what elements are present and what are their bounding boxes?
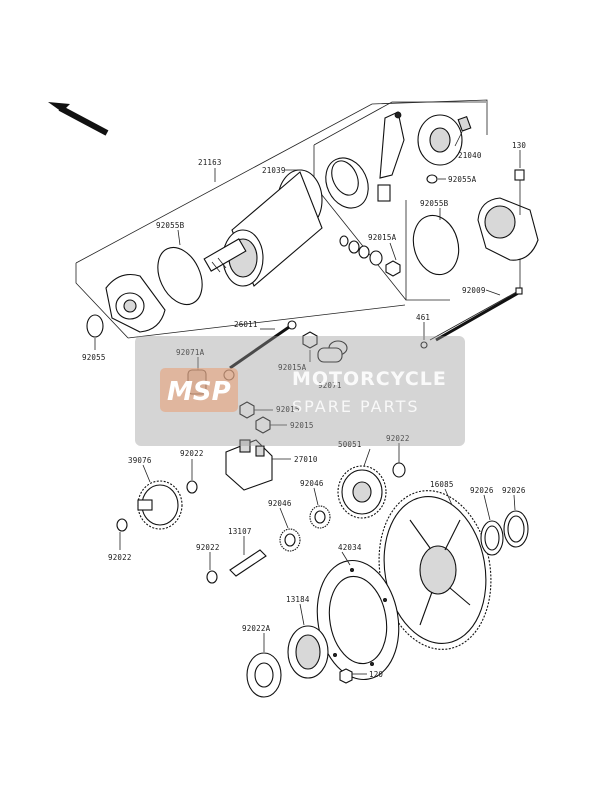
starter-motor [203, 169, 323, 287]
watermark-logo-badge [160, 368, 238, 412]
label-92015A-nut: 92015A [278, 363, 307, 372]
label-21040: 21040 [458, 151, 482, 160]
label-50051: 50051 [338, 440, 362, 449]
label-92055B-left: 92055B [156, 221, 185, 230]
part-labels: 21163 21039 21040 130 92055A 92055B 9205… [82, 141, 526, 679]
label-120: 120 [369, 670, 383, 679]
washer-92022A [246, 652, 282, 698]
label-461: 461 [416, 313, 430, 322]
o-ring-92055A [426, 174, 438, 184]
label-92015-b: 92015 [290, 421, 314, 430]
idle-gear-39076 [137, 480, 183, 530]
label-92022-c: 92022 [386, 434, 410, 443]
o-ring-92055 [86, 314, 104, 338]
label-21039: 21039 [262, 166, 286, 175]
label-92022-a: 92022 [180, 449, 204, 458]
washer-92022-b [116, 518, 128, 532]
rear-cover [477, 197, 539, 261]
clutch-gear-16085 [378, 490, 492, 650]
nut-92015A [302, 331, 318, 349]
front-cover [105, 273, 166, 333]
o-ring-92055B-right [412, 214, 460, 276]
needle-bearing-92046-b [309, 505, 331, 529]
washer-92026-a [480, 520, 504, 556]
label-21163: 21163 [198, 158, 222, 167]
starter-relay-27010 [225, 439, 273, 491]
front-direction-arrow [48, 102, 109, 136]
brush-plate [377, 111, 463, 202]
bolt-130 [514, 169, 525, 215]
label-92071: 92071 [318, 381, 342, 390]
label-92046-b: 92046 [300, 479, 324, 488]
watermark-box [135, 336, 465, 446]
washer-92022-c [392, 462, 406, 478]
nut-92015-a [239, 401, 255, 419]
nut-92015-b [255, 416, 271, 434]
watermark-title: MOTORCYCLE [292, 368, 447, 390]
label-26011: 26011 [234, 320, 258, 329]
washer-92022-d [206, 570, 218, 584]
brush-holder [325, 157, 369, 209]
label-92015-a: 92015 [276, 405, 300, 414]
label-92022-b: 92022 [108, 553, 132, 562]
leader-lines [94, 131, 521, 675]
part-461 [420, 341, 428, 349]
shaft-13107 [229, 549, 267, 577]
watermark-logo-text: MSP [167, 377, 231, 407]
bolt-120 [339, 668, 353, 684]
long-bolt-92009 [435, 287, 523, 342]
label-13107: 13107 [228, 527, 252, 536]
label-92055: 92055 [82, 353, 106, 362]
label-92055A: 92055A [448, 175, 477, 184]
label-92009: 92009 [462, 286, 486, 295]
label-92055B-top: 92055B [420, 199, 449, 208]
bearing-13184 [287, 625, 329, 679]
label-92022A: 92022A [242, 624, 271, 633]
watermark-subtitle: SPARE PARTS [292, 397, 420, 416]
watermark: MSP MOTORCYCLE SPARE PARTS [135, 336, 465, 446]
label-13184: 13184 [286, 595, 310, 604]
label-92071A: 92071A [176, 348, 205, 357]
label-92015A-brush: 92015A [368, 233, 397, 242]
label-27010: 27010 [294, 455, 318, 464]
label-130: 130 [512, 141, 526, 150]
label-92026-b: 92026 [502, 486, 526, 495]
brush-21040 [457, 115, 472, 132]
label-39076: 39076 [128, 456, 152, 465]
gear-50051 [337, 465, 387, 519]
label-92026-a: 92026 [470, 486, 494, 495]
label-92046-a: 92046 [268, 499, 292, 508]
label-16085: 16085 [430, 480, 454, 489]
needle-bearing-92046-a [279, 528, 301, 552]
washer-set-92015A [339, 235, 401, 277]
o-ring-92055B-left [157, 246, 203, 306]
one-way-clutch-42034 [316, 559, 400, 681]
washer-92026-b [503, 510, 529, 548]
terminal-92071 [317, 340, 348, 363]
washer-92022-a [186, 480, 198, 494]
label-92022-d: 92022 [196, 543, 220, 552]
label-42034: 42034 [338, 543, 362, 552]
